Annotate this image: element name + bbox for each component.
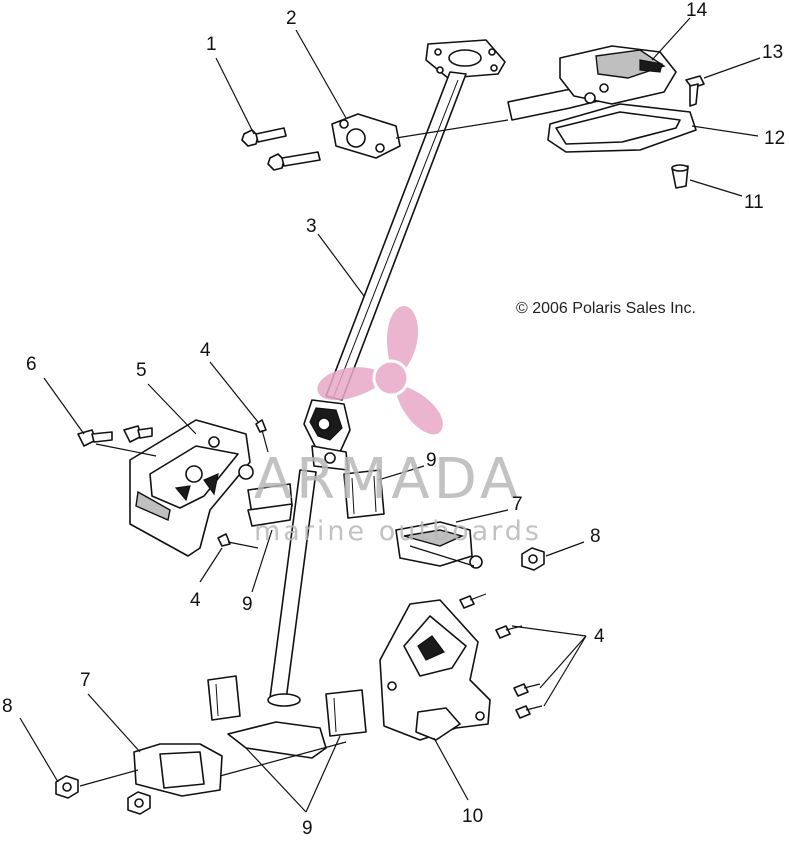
bolts-6	[77, 425, 153, 447]
bushing-11	[671, 164, 689, 189]
callout-5: 5	[136, 360, 147, 381]
callout-13: 13	[762, 42, 783, 63]
bolt-lower	[267, 151, 321, 171]
watermark-brand: ARMADA	[254, 447, 522, 512]
clamp-block	[331, 113, 401, 159]
copyright-notice: © 2006 Polaris Sales Inc.	[516, 300, 696, 317]
callout-9-upper: 9	[426, 450, 437, 471]
clamp-7-lower	[133, 743, 223, 797]
callout-8-right: 8	[590, 526, 601, 547]
callout-12: 12	[764, 128, 785, 149]
bolt-13	[685, 75, 705, 107]
pins-4-right	[459, 593, 543, 719]
callout-7-lower: 7	[80, 670, 91, 691]
lower-bracket	[379, 599, 491, 741]
upper-bracket-assembly	[507, 45, 697, 153]
callout-4-upper: 4	[200, 340, 211, 361]
leader-lines	[19, 17, 761, 813]
callout-11: 11	[744, 192, 764, 213]
universal-joint	[303, 399, 351, 471]
nuts-8	[55, 547, 545, 815]
propeller-icon	[317, 306, 443, 435]
callout-9-bottom: 9	[302, 818, 313, 839]
pins-4-left	[217, 419, 269, 549]
clamp-7-upper	[395, 521, 483, 569]
bolt-upper	[241, 127, 287, 147]
left-bracket	[129, 419, 254, 557]
callout-3: 3	[306, 216, 317, 237]
callout-8-left: 8	[2, 696, 13, 717]
callout-7-upper: 7	[512, 494, 523, 515]
callout-6: 6	[26, 354, 37, 375]
watermark: ARMADA marine outboards	[254, 306, 542, 547]
callout-4-right: 4	[594, 626, 605, 647]
callout-1: 1	[206, 34, 217, 55]
callout-10: 10	[462, 806, 483, 827]
callout-9-left: 9	[242, 594, 253, 615]
bushings-9	[207, 469, 385, 737]
callout-14: 14	[686, 0, 708, 21]
steering-column	[227, 39, 506, 759]
callout-4-left: 4	[190, 590, 201, 611]
watermark-tagline: marine outboards	[254, 516, 542, 547]
callout-2: 2	[286, 8, 297, 29]
